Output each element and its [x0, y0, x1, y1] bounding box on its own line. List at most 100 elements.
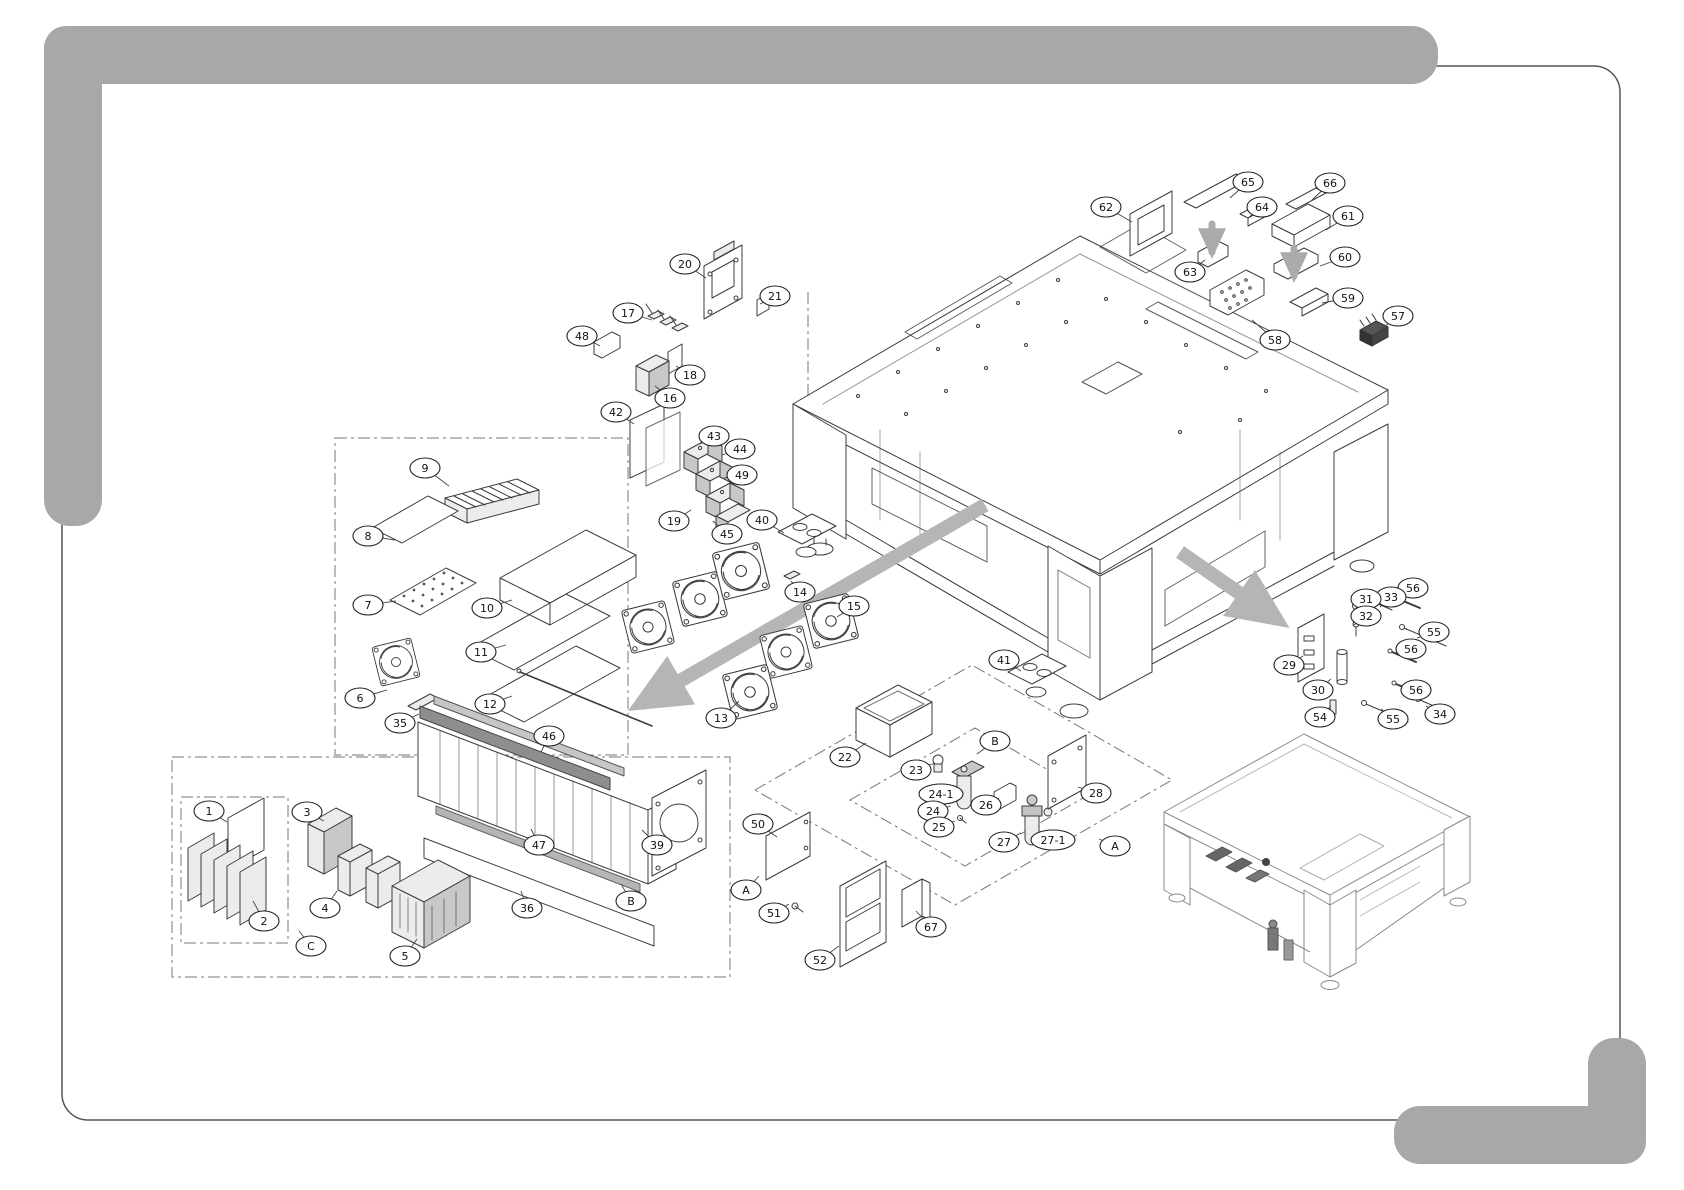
callout-16: 16: [654, 385, 686, 409]
svg-text:15: 15: [847, 600, 861, 613]
callout-6: 6: [344, 687, 388, 709]
svg-text:27: 27: [997, 836, 1011, 849]
callout-25: 25: [923, 816, 956, 838]
svg-text:40: 40: [755, 514, 769, 527]
svg-text:29: 29: [1282, 659, 1296, 672]
svg-text:56: 56: [1406, 582, 1420, 595]
callout-27: 27: [988, 831, 1022, 853]
svg-text:22: 22: [838, 751, 852, 764]
svg-text:56: 56: [1404, 643, 1418, 656]
svg-text:25: 25: [932, 821, 946, 834]
svg-text:B: B: [627, 895, 635, 908]
callout-65: 65: [1229, 171, 1264, 199]
svg-text:59: 59: [1341, 292, 1355, 305]
svg-text:A: A: [1111, 840, 1119, 853]
callout-46: 46: [533, 725, 565, 753]
svg-text:51: 51: [767, 907, 781, 920]
svg-text:57: 57: [1391, 310, 1405, 323]
callout-54: 54: [1304, 705, 1336, 728]
svg-text:54: 54: [1313, 711, 1327, 724]
callout-55: 55: [1377, 708, 1409, 730]
svg-text:3: 3: [304, 806, 311, 819]
callout-5: 5: [389, 938, 421, 967]
callout-41: 41: [988, 649, 1022, 672]
svg-text:26: 26: [979, 799, 993, 812]
svg-text:50: 50: [751, 818, 765, 831]
svg-text:56: 56: [1409, 684, 1423, 697]
svg-text:45: 45: [720, 528, 734, 541]
svg-text:8: 8: [365, 530, 372, 543]
svg-text:23: 23: [909, 764, 923, 777]
callout-29: 29: [1273, 654, 1305, 676]
callout-3: 3: [291, 801, 325, 823]
main-machine-frame: [792, 223, 1389, 719]
svg-text:31: 31: [1359, 593, 1373, 606]
callout-39: 39: [641, 829, 673, 856]
svg-text:34: 34: [1433, 708, 1447, 721]
svg-text:64: 64: [1255, 201, 1269, 214]
svg-text:24: 24: [926, 805, 940, 818]
callout-50: 50: [742, 813, 778, 838]
callout-60: 60: [1319, 246, 1361, 268]
svg-text:39: 39: [650, 839, 664, 852]
callout-62: 62: [1090, 196, 1133, 223]
svg-text:28: 28: [1089, 787, 1103, 800]
callout-22: 22: [829, 742, 867, 768]
svg-text:5: 5: [402, 950, 409, 963]
callout-42: 42: [600, 401, 635, 425]
svg-text:30: 30: [1311, 684, 1325, 697]
svg-text:21: 21: [768, 290, 782, 303]
svg-text:42: 42: [609, 406, 623, 419]
corner-accent-top-left: [44, 26, 1438, 526]
callout-64: 64: [1246, 196, 1278, 219]
svg-text:C: C: [307, 940, 315, 953]
callout-49: 49: [723, 464, 758, 486]
callout-40: 40: [746, 509, 785, 534]
callout-31: 31: [1350, 588, 1382, 611]
callout-20: 20: [669, 253, 707, 279]
callout-15: 15: [836, 595, 870, 618]
svg-text:58: 58: [1268, 334, 1282, 347]
svg-text:2: 2: [261, 915, 268, 928]
door-panels: [765, 811, 931, 968]
callout-61: 61: [1325, 205, 1364, 231]
pneumatic-assembly: [855, 684, 1087, 846]
corner-accent-bottom-right: [1394, 1038, 1646, 1164]
svg-text:32: 32: [1359, 610, 1373, 623]
svg-text:43: 43: [707, 430, 721, 443]
callout-51: 51: [758, 902, 790, 924]
svg-text:48: 48: [575, 330, 589, 343]
svg-text:44: 44: [733, 443, 747, 456]
callout-2: 2: [248, 900, 280, 932]
callout-B: B: [615, 883, 647, 912]
svg-text:10: 10: [480, 602, 494, 615]
callout-67: 67: [915, 910, 947, 938]
callout-47: 47: [523, 828, 555, 856]
callout-23: 23: [900, 759, 936, 781]
callout-13: 13: [705, 700, 740, 729]
callout-56: 56: [1395, 638, 1427, 660]
svg-text:67: 67: [924, 921, 938, 934]
svg-text:9: 9: [422, 462, 429, 475]
callout-35: 35: [384, 712, 420, 734]
callout-55: 55: [1416, 621, 1450, 643]
svg-text:18: 18: [683, 369, 697, 382]
svg-text:61: 61: [1341, 210, 1355, 223]
svg-text:12: 12: [483, 698, 497, 711]
callout-A: A: [730, 875, 762, 901]
callout-9: 9: [409, 457, 450, 487]
callout-57: 57: [1379, 305, 1414, 331]
svg-text:62: 62: [1099, 201, 1113, 214]
svg-text:49: 49: [735, 469, 749, 482]
svg-text:4: 4: [322, 902, 329, 915]
callout-52: 52: [804, 945, 840, 971]
callout-26: 26: [970, 794, 1002, 816]
svg-text:35: 35: [393, 717, 407, 730]
callout-56: 56: [1400, 679, 1432, 701]
svg-text:55: 55: [1386, 713, 1400, 726]
card-modules: [187, 797, 471, 949]
callout-58: 58: [1251, 319, 1291, 351]
callout-7: 7: [352, 594, 397, 616]
